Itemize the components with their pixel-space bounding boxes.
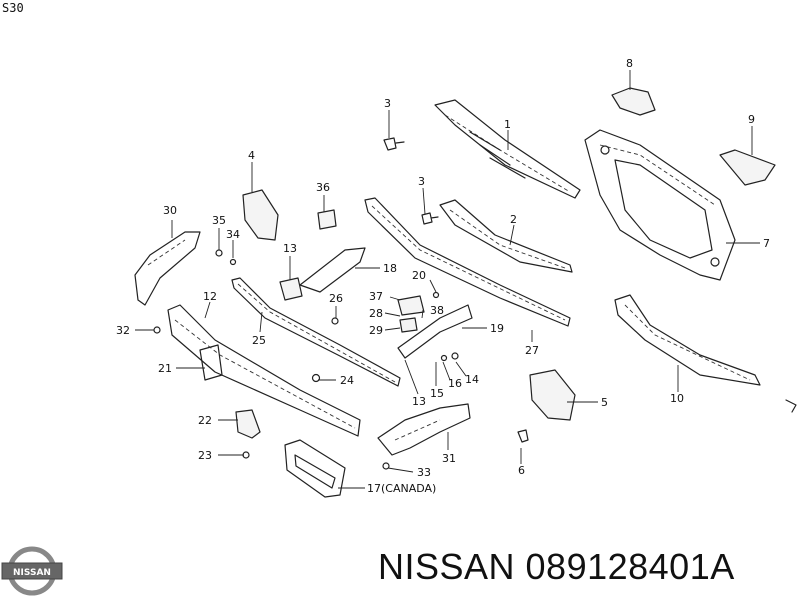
part-bumper-armature (167, 304, 361, 437)
callout-23: 23 (198, 449, 212, 462)
callout-13a: 13 (283, 242, 297, 255)
part-bolt-3a (383, 137, 405, 151)
part-bracket-22 (235, 409, 261, 439)
callout-3a: 3 (384, 97, 391, 110)
callout-37: 37 (369, 290, 383, 303)
callout-27: 27 (525, 344, 539, 357)
callout-33: 33 (417, 466, 431, 479)
callout-30: 30 (163, 204, 177, 217)
part-license-bracket (284, 439, 346, 498)
callout-9: 9 (748, 113, 755, 126)
part-grille (434, 99, 581, 199)
callout-25: 25 (252, 334, 266, 347)
callout-8: 8 (626, 57, 633, 70)
callout-4: 4 (248, 149, 255, 162)
nissan-logo: NISSAN (1, 546, 63, 596)
part-bracket-4 (242, 189, 279, 241)
callout-36: 36 (316, 181, 330, 194)
part-reinforcement (364, 197, 571, 327)
callout-31: 31 (442, 452, 456, 465)
part-radiator-support (584, 129, 736, 281)
part-fasteners (153, 249, 797, 470)
callout-2: 2 (510, 213, 517, 226)
leader-lines (135, 70, 760, 489)
callout-15: 15 (430, 387, 444, 400)
callout-3b: 3 (418, 175, 425, 188)
part-number-caption: NISSAN 089128401A (378, 546, 735, 587)
part-side-bracket-30 (134, 231, 201, 306)
part-bracket-9 (719, 149, 776, 186)
callout-16: 16 (448, 377, 462, 390)
logo-wordmark: NISSAN (13, 568, 51, 578)
part-bolt-3b (421, 212, 439, 225)
part-bumper-end-31 (377, 403, 471, 456)
part-lower-valance (614, 294, 761, 386)
callout-21: 21 (158, 362, 172, 375)
callout-7: 7 (763, 237, 770, 250)
callout-28: 28 (369, 307, 383, 320)
callout-13b: 13 (412, 395, 426, 408)
part-bracket-19 (397, 304, 473, 359)
callout-34: 34 (226, 228, 240, 241)
callout-1: 1 (504, 118, 511, 131)
part-upper-strip (439, 199, 573, 273)
callout-19: 19 (490, 322, 504, 335)
callout-5: 5 (601, 396, 608, 409)
callout-20: 20 (412, 269, 426, 282)
part-bracket-8 (611, 87, 656, 116)
callout-29: 29 (369, 324, 383, 337)
callout-12: 12 (203, 290, 217, 303)
callout-17-canada: 17(CANADA) (367, 482, 436, 495)
part-center-strip (231, 277, 401, 387)
callout-labels: 1 2 3 3 4 5 6 7 8 9 10 12 13 13 14 15 16… (116, 57, 770, 495)
callout-22: 22 (198, 414, 212, 427)
diagram-code: S30 (2, 1, 24, 15)
callout-32: 32 (116, 324, 130, 337)
part-screw-6 (517, 429, 529, 443)
callout-10: 10 (670, 392, 684, 405)
callout-18: 18 (383, 262, 397, 275)
callout-35: 35 (212, 214, 226, 227)
part-clip-36 (317, 209, 337, 230)
part-bracket-5 (529, 369, 576, 421)
callout-24: 24 (340, 374, 354, 387)
part-bracket-18 (279, 247, 366, 301)
callout-26: 26 (329, 292, 343, 305)
callout-6: 6 (518, 464, 525, 477)
callout-38: 38 (430, 304, 444, 317)
callout-14: 14 (465, 373, 479, 386)
